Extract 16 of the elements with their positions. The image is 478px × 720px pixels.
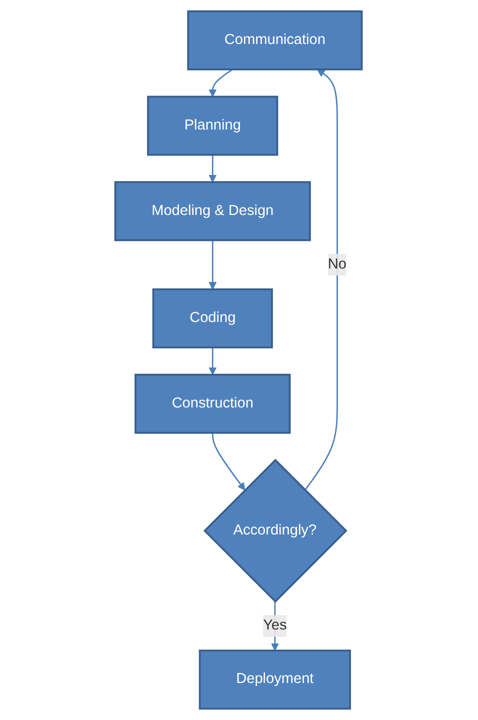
- node-box: Planning: [148, 96, 279, 156]
- node-box: Coding: [152, 288, 274, 348]
- arrow: [209, 347, 218, 376]
- arrow: [209, 68, 234, 98]
- edge-label: No: [328, 256, 348, 272]
- arrow: [304, 69, 338, 491]
- arrow: [209, 240, 218, 290]
- node-box: Modeling & Design: [114, 181, 312, 242]
- arrow: [271, 602, 280, 651]
- arrow: [212, 432, 246, 490]
- arrow: [209, 154, 218, 182]
- node-box: Construction: [135, 374, 292, 434]
- edge-label: Yes: [264, 618, 288, 634]
- node-box: Deployment: [199, 650, 352, 710]
- node-box: Communication: [188, 10, 364, 70]
- node-diamond: Accordingly?: [204, 458, 348, 603]
